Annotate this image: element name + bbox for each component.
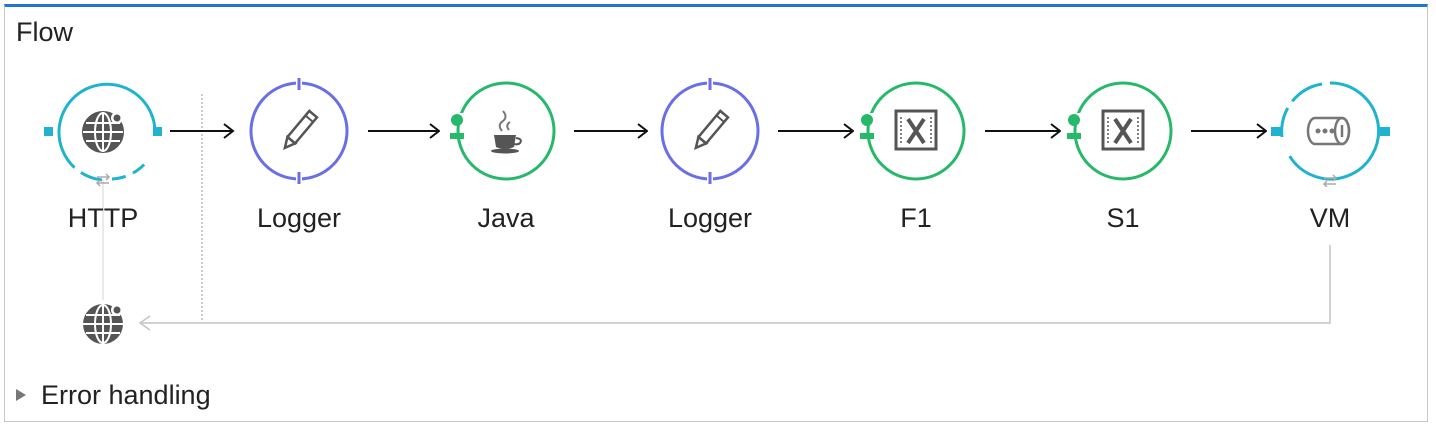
flow-arrow-1	[170, 123, 235, 139]
node-label-logger-1: Logger	[256, 203, 342, 233]
flow-title: Flow	[16, 17, 74, 47]
flow-arrow-4	[778, 123, 854, 139]
pencil-icon	[694, 109, 730, 150]
node-logger-2[interactable]	[655, 75, 765, 187]
flow-arrow-3	[574, 123, 648, 139]
pencil-icon	[283, 109, 319, 150]
coffee-cup-icon	[491, 110, 522, 154]
error-handling-toggle[interactable]: Error handling	[16, 378, 211, 412]
transform-x-icon	[894, 109, 938, 151]
flow-canvas	[4, 4, 1428, 422]
response-globe[interactable]	[80, 300, 128, 348]
node-s1[interactable]	[1063, 75, 1179, 187]
transform-x-icon	[1101, 109, 1145, 151]
response-arrowhead	[138, 315, 151, 331]
flow-arrow-5	[985, 123, 1061, 139]
flow-arrow-6	[1191, 123, 1267, 139]
node-label-java: Java	[477, 203, 535, 233]
node-label-f1: F1	[900, 203, 932, 233]
node-label-s1: S1	[1106, 203, 1140, 233]
error-handling-label: Error handling	[41, 379, 211, 410]
exchange-pattern-icon	[95, 173, 111, 187]
node-http[interactable]	[40, 80, 168, 192]
globe-icon	[82, 111, 124, 153]
exchange-pattern-icon	[1322, 174, 1338, 187]
node-label-vm: VM	[1309, 203, 1351, 233]
node-label-logger-2: Logger	[667, 203, 753, 233]
expand-triangle-icon	[16, 389, 26, 401]
response-line	[142, 245, 1331, 324]
globe-icon	[83, 304, 123, 344]
node-label-http: HTTP	[67, 203, 139, 233]
node-logger-1[interactable]	[244, 75, 354, 187]
node-f1[interactable]	[856, 75, 972, 187]
flow-arrow-2	[368, 123, 440, 139]
queue-icon	[1306, 116, 1351, 146]
node-vm[interactable]	[1267, 75, 1393, 187]
node-java[interactable]	[446, 75, 562, 187]
